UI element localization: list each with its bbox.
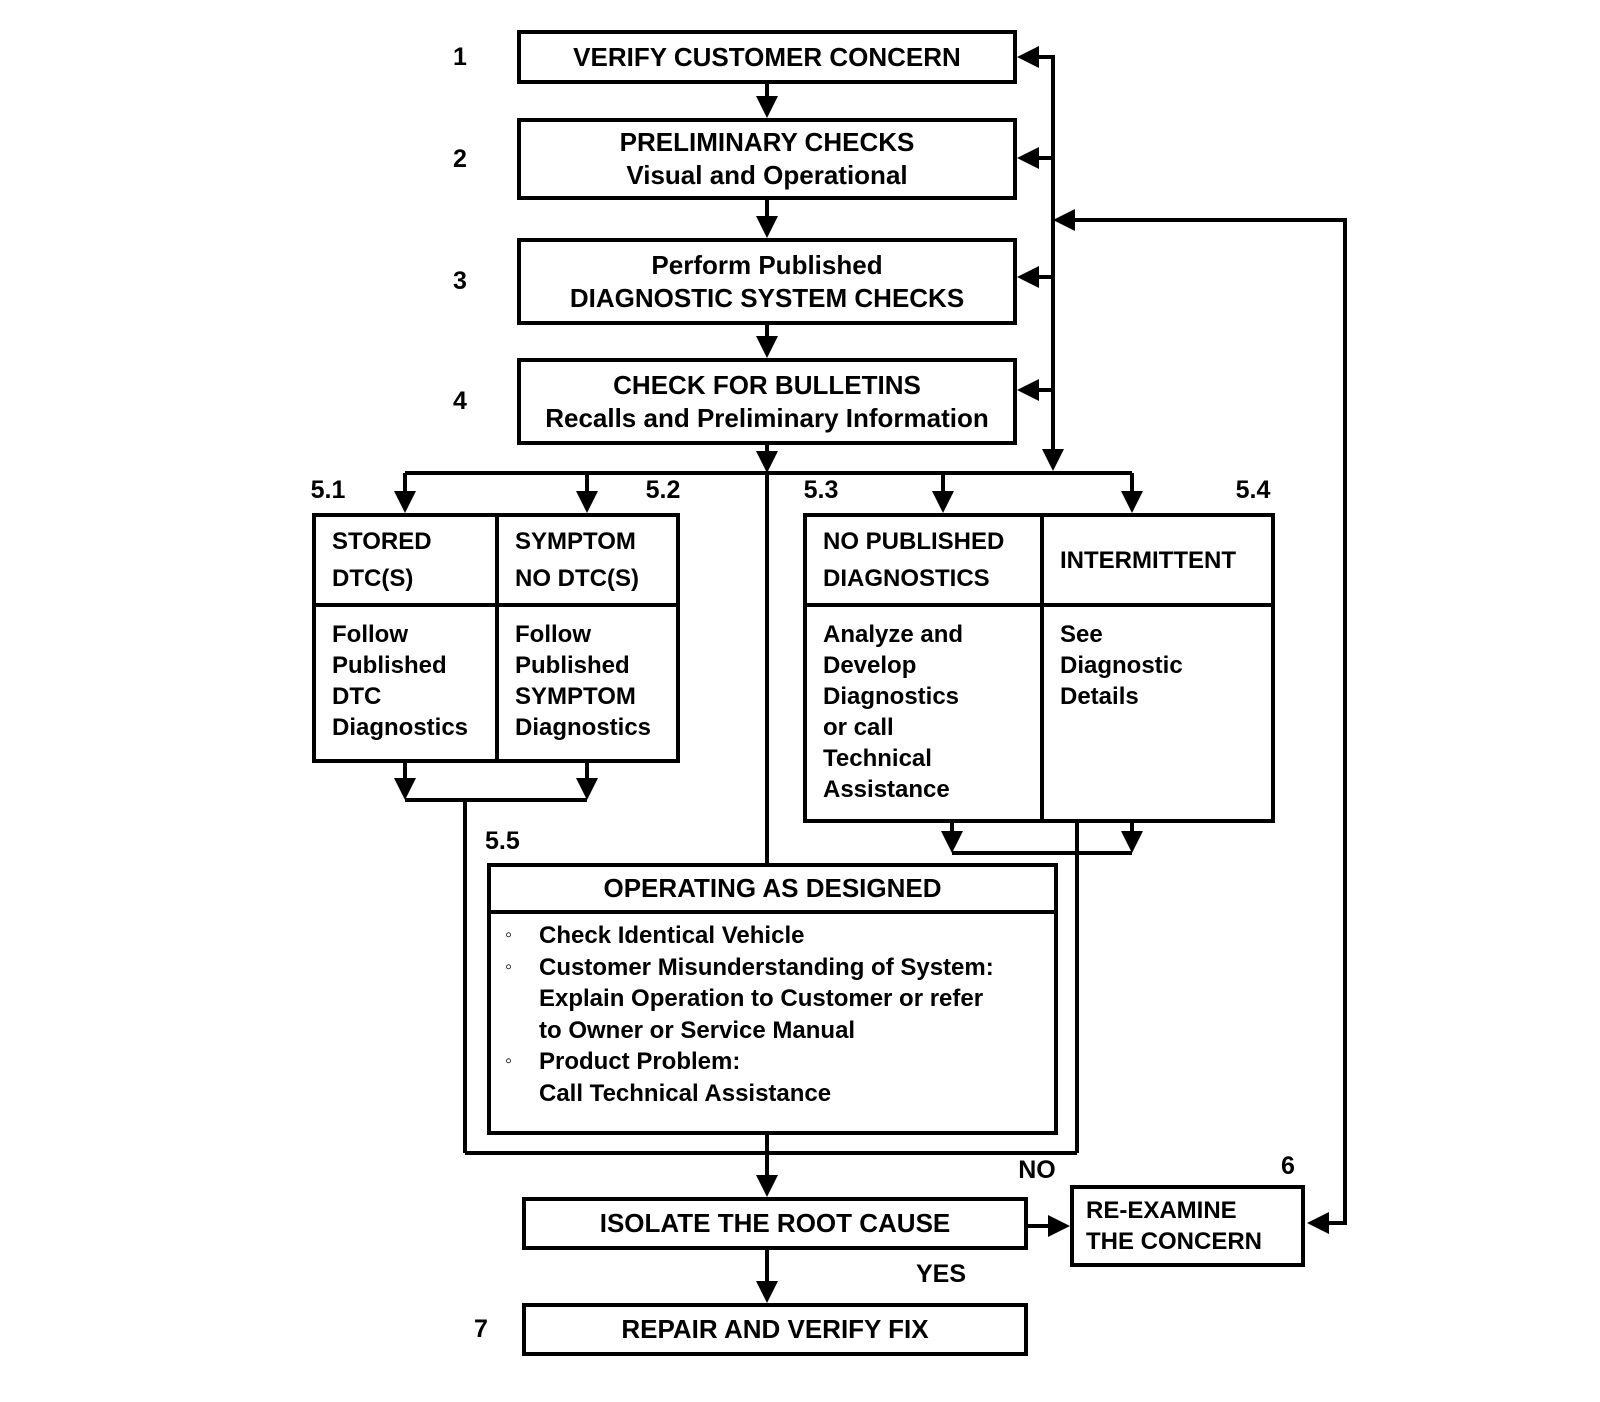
no-branch-label: NO (1018, 1156, 1056, 1184)
bullet-text: Call Technical Assistance (539, 1079, 832, 1107)
body-line: DTC (332, 683, 382, 710)
bullet-glyph (505, 1078, 539, 1110)
step-title: VERIFY CUSTOMER CONCERN (573, 41, 961, 72)
branch-5-2-header: SYMPTOM NO DTC(S) (499, 517, 676, 603)
bullet-item: ◦ Product Problem: (505, 1046, 1048, 1078)
body-line: Published (332, 652, 447, 679)
step-number-6: 6 (1281, 1152, 1295, 1180)
step-title: CHECK FOR BULLETINS (613, 369, 921, 400)
header-line: INTERMITTENT (1060, 546, 1236, 574)
header-line: STORED (332, 528, 432, 555)
step-subtitle: Recalls and Preliminary Information (545, 402, 989, 433)
bullet-item: to Owner or Service Manual (505, 1015, 1048, 1047)
pair-divider (495, 517, 499, 759)
body-line: Diagnostic (1060, 652, 1183, 679)
step-title-line: THE CONCERN (1086, 1228, 1263, 1255)
body-line: Follow (332, 621, 408, 648)
flow-step-re-examine-concern: RE-EXAMINE THE CONCERN (1070, 1185, 1305, 1267)
pair-divider (1040, 517, 1044, 819)
branch-5-3-body: Analyze and Develop Diagnostics or call … (807, 607, 1040, 819)
header-rule (807, 603, 1271, 607)
step-title: Perform Published (651, 249, 883, 280)
bullet-item: Explain Operation to Customer or refer (505, 983, 1048, 1015)
branch-5-3-header: NO PUBLISHED DIAGNOSTICS (807, 517, 1040, 603)
bullet-text: Customer Misunderstanding of System: (539, 953, 994, 981)
label-5-2: 5.2 (645, 476, 681, 504)
branch-5-4-body: See Diagnostic Details (1044, 607, 1271, 819)
body-line: Analyze and (823, 621, 964, 648)
bullet-list: ◦ Check Identical Vehicle ◦ Customer Mis… (505, 920, 1048, 1109)
flow-step-check-for-bulletins: CHECK FOR BULLETINS Recalls and Prelimin… (517, 358, 1017, 445)
body-line: Develop (823, 652, 917, 679)
header-line: DTC(S) (332, 565, 414, 592)
label-5-1: 5.1 (310, 476, 346, 504)
step-title: REPAIR AND VERIFY FIX (621, 1314, 929, 1344)
step-number-3: 3 (453, 267, 467, 295)
step-number-2: 2 (453, 145, 467, 173)
step-subtitle: DIAGNOSTIC SYSTEM CHECKS (569, 282, 965, 313)
branch-5-1-header: STORED DTC(S) (316, 517, 495, 603)
bullet-glyph (505, 1015, 539, 1047)
branch-pair-no-published-intermittent: NO PUBLISHED DIAGNOSTICS INTERMITTENT An… (803, 513, 1275, 823)
header-line: NO DTC(S) (515, 565, 639, 592)
step-subtitle: Visual and Operational (626, 160, 908, 190)
bullet-glyph: ◦ (505, 955, 513, 978)
step-number-1: 1 (453, 43, 467, 71)
flow-step-operating-as-designed: OPERATING AS DESIGNED ◦ Check Identical … (487, 863, 1058, 1135)
body-line: Diagnostics (332, 714, 469, 741)
bullet-item: ◦ Check Identical Vehicle (505, 920, 1048, 952)
step-number-4: 4 (453, 387, 467, 415)
body-line: Diagnostics (515, 714, 652, 741)
bullet-text: Product Problem: (539, 1048, 741, 1075)
bullet-glyph: ◦ (505, 1050, 513, 1072)
body-line: Diagnostics (823, 683, 960, 710)
label-5-4: 5.4 (1235, 476, 1271, 504)
flow-step-isolate-root-cause: ISOLATE THE ROOT CAUSE (522, 1197, 1028, 1250)
step-title: PRELIMINARY CHECKS (619, 127, 915, 157)
label-5-5: 5.5 (485, 827, 520, 855)
branch-5-4-header: INTERMITTENT (1044, 517, 1271, 603)
body-line: SYMPTOM (515, 683, 636, 710)
header-rule (491, 910, 1054, 914)
header-line: NO PUBLISHED (823, 528, 1005, 555)
bullet-text: Explain Operation to Customer or refer (539, 985, 984, 1012)
branch-5-1-body: Follow Published DTC Diagnostics (316, 607, 495, 759)
body-line: Assistance (823, 776, 950, 803)
body-line: See (1060, 621, 1103, 648)
header-line: SYMPTOM (515, 528, 636, 555)
body-line: Follow (515, 621, 591, 648)
step-title: ISOLATE THE ROOT CAUSE (599, 1208, 951, 1238)
flow-step-repair-verify-fix: REPAIR AND VERIFY FIX (522, 1303, 1028, 1356)
bullet-item: Call Technical Assistance (505, 1078, 1048, 1110)
label-5-3: 5.3 (803, 476, 839, 504)
flow-step-verify-customer-concern: VERIFY CUSTOMER CONCERN (517, 30, 1017, 84)
step-number-7: 7 (474, 1315, 488, 1343)
flow-step-preliminary-checks: PRELIMINARY CHECKS Visual and Operationa… (517, 118, 1017, 200)
body-line: Published (515, 652, 630, 679)
body-line: Technical (823, 745, 932, 772)
step-title-line: RE-EXAMINE (1086, 1197, 1237, 1224)
body-line: or call (823, 714, 894, 741)
body-line: Details (1060, 683, 1139, 710)
bullet-glyph: ◦ (505, 924, 513, 946)
branch-5-2-body: Follow Published SYMPTOM Diagnostics (499, 607, 676, 759)
header-rule (316, 603, 676, 607)
yes-branch-label: YES (915, 1260, 967, 1288)
bullet-text: Check Identical Vehicle (539, 922, 805, 949)
branch-pair-dtc: STORED DTC(S) SYMPTOM NO DTC(S) Follow P… (312, 513, 680, 763)
flow-step-diagnostic-system-checks: Perform Published DIAGNOSTIC SYSTEM CHEC… (517, 238, 1017, 325)
bullet-glyph (505, 983, 539, 1015)
header-line: DIAGNOSTICS (823, 565, 990, 592)
bullet-item: ◦ Customer Misunderstanding of System: (505, 952, 1048, 984)
step-title: OPERATING AS DESIGNED (603, 873, 942, 903)
bullet-text: to Owner or Service Manual (539, 1016, 856, 1044)
